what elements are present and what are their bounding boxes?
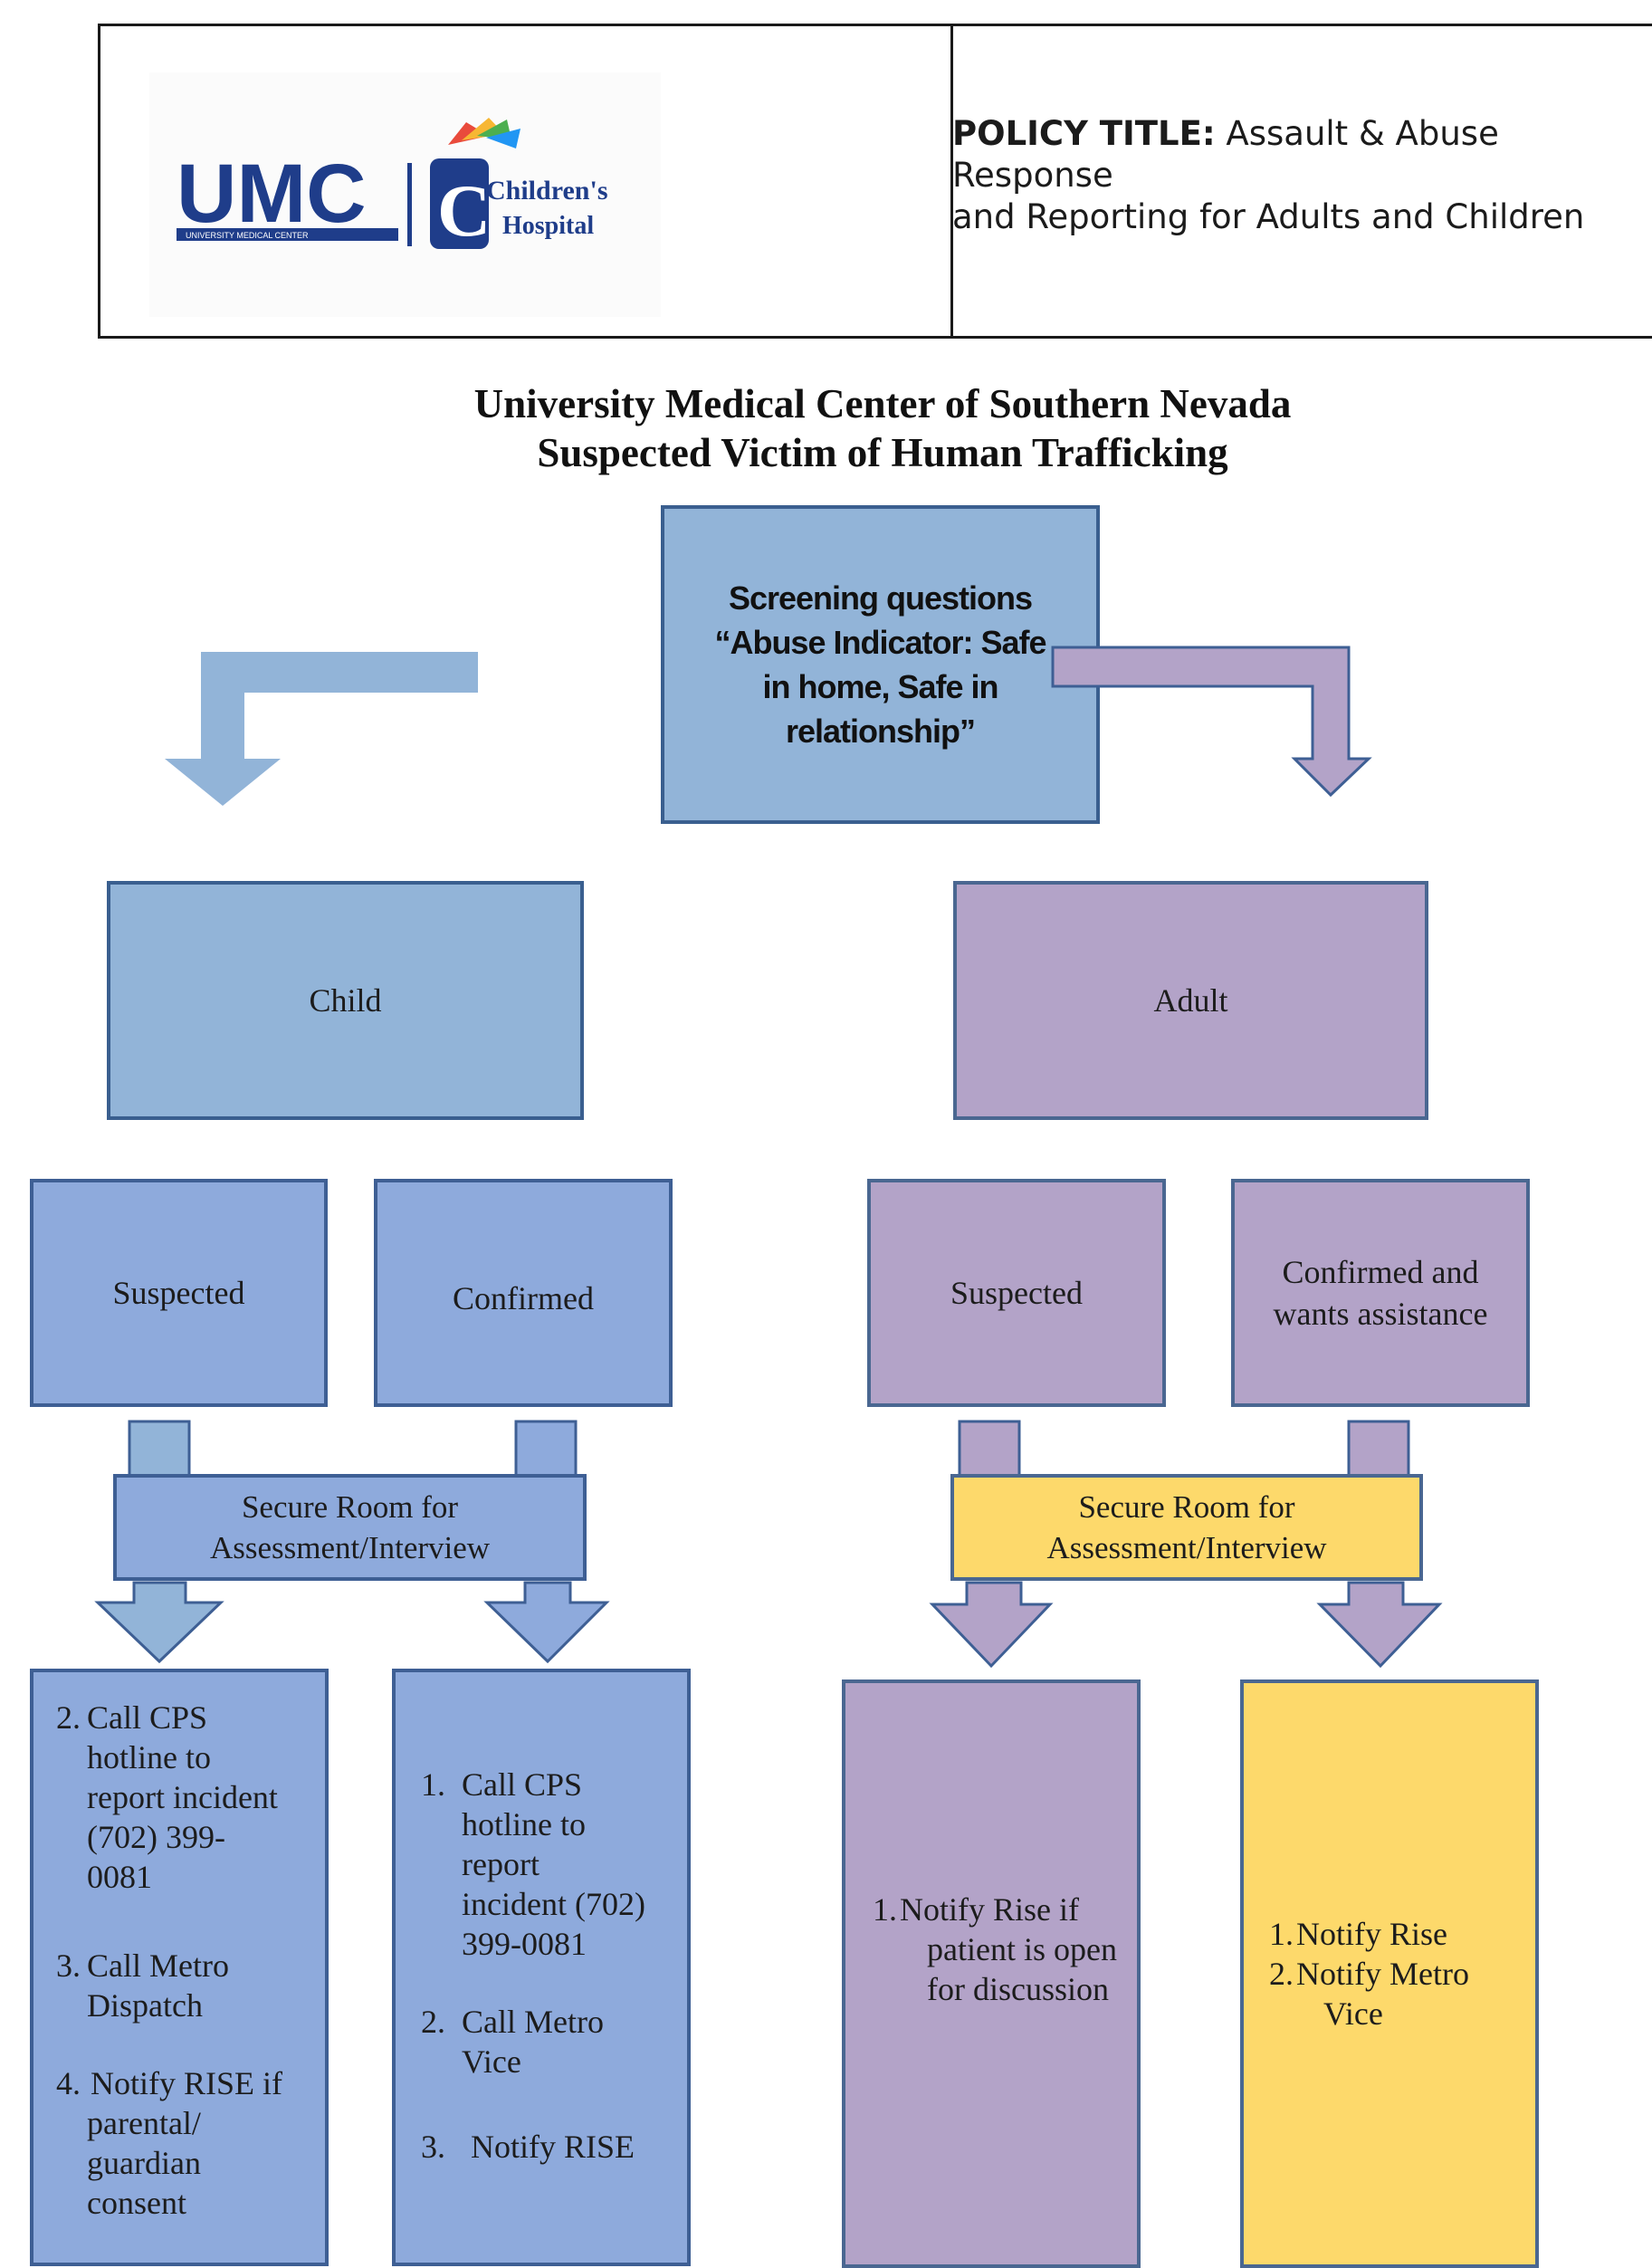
step-line: hotline to bbox=[87, 1739, 211, 1775]
step-line: guardian bbox=[87, 2145, 201, 2181]
child-confirmed-step-2: 2. Call Metro Vice bbox=[421, 2002, 604, 2080]
adult-confirmed-line-1: Confirmed and bbox=[1282, 1254, 1479, 1290]
step-line: consent bbox=[87, 2185, 186, 2221]
step-line: 399-0081 bbox=[462, 1926, 587, 1962]
child-label: Child bbox=[309, 982, 382, 1019]
child-box: Child bbox=[107, 881, 584, 1120]
page-subtitle: Suspected Victim of Human Trafficking bbox=[537, 430, 1228, 475]
child-suspected-label: Suspected bbox=[112, 1275, 245, 1311]
arrow-to-child bbox=[165, 652, 478, 806]
step-number: 4. bbox=[56, 2065, 81, 2101]
policy-title-line1: Assault & Abuse Response bbox=[952, 114, 1499, 195]
logo-umc-text: UMC bbox=[177, 148, 367, 240]
adult-suspected-steps-box: 1. Notify Rise if patient is open for di… bbox=[842, 1679, 1141, 2268]
step-line: Notify RISE bbox=[471, 2129, 635, 2165]
step-line: incident (702) bbox=[462, 1886, 645, 1922]
step-line: hotline to bbox=[462, 1806, 586, 1842]
step-line: Notify Rise if bbox=[900, 1891, 1079, 1928]
adult-confirmed-line-2: wants assistance bbox=[1273, 1296, 1488, 1332]
umc-childrens-hospital-logo: UMC UNIVERSITY MEDICAL CENTER C Children… bbox=[149, 72, 661, 317]
step-line: report bbox=[462, 1846, 540, 1882]
policy-title-label: POLICY TITLE: bbox=[952, 114, 1216, 153]
logo-umc-bar bbox=[177, 228, 398, 241]
adult-secure-line-2: Assessment/Interview bbox=[1046, 1530, 1327, 1565]
child-confirmed-step-3: 3. Notify RISE bbox=[421, 2127, 635, 2167]
arrow-adult-confirmed bbox=[1347, 1420, 1410, 1478]
step-number: 2. bbox=[421, 2004, 445, 2040]
step-line: Notify RISE if bbox=[91, 2065, 282, 2101]
child-suspected-steps-box: 2. Call CPS hotline to report incident (… bbox=[30, 1669, 329, 2266]
child-confirmed-box: Confirmed bbox=[374, 1179, 673, 1407]
step-number: 2. bbox=[1269, 1956, 1294, 1992]
child-suspected-box: Suspected bbox=[30, 1179, 328, 1407]
adult-confirmed-step-2: 2. Notify Metro Vice bbox=[1269, 1954, 1469, 2032]
step-number: 3. bbox=[421, 2129, 445, 2165]
step-line: (702) 399- bbox=[87, 1819, 225, 1855]
step-line: 0081 bbox=[87, 1859, 152, 1895]
arrow-child-confirmed-steps bbox=[483, 1581, 610, 1664]
svg-text:C: C bbox=[437, 169, 491, 252]
adult-label: Adult bbox=[1153, 982, 1228, 1019]
child-confirmed-steps-box: 1. Call CPS hotline to report incident (… bbox=[392, 1669, 691, 2266]
adult-suspected-step-1: 1. Notify Rise if patient is open for di… bbox=[873, 1890, 1117, 2007]
logo-umc-subtext: UNIVERSITY MEDICAL CENTER bbox=[186, 231, 309, 240]
arrow-adult-suspected bbox=[958, 1420, 1021, 1478]
step-line: Call Metro bbox=[87, 1947, 229, 1984]
policy-title-line2: and Reporting for Adults and Children bbox=[952, 197, 1585, 236]
arrow-child-suspected bbox=[128, 1420, 191, 1478]
child-suspected-step-2: 2. Call CPS hotline to report incident (… bbox=[56, 1698, 278, 1895]
step-line: Vice bbox=[462, 2043, 521, 2080]
step-line: for discussion bbox=[927, 1971, 1109, 2007]
step-line: Notify Rise bbox=[1296, 1916, 1447, 1952]
adult-secure-line-1: Secure Room for bbox=[1078, 1489, 1295, 1525]
child-secure-line-1: Secure Room for bbox=[241, 1489, 459, 1525]
logo-hospital-text: Hospital bbox=[502, 212, 594, 240]
adult-secure-room-box: Secure Room for Assessment/Interview bbox=[950, 1474, 1423, 1581]
logo-book bbox=[430, 158, 489, 249]
adult-box: Adult bbox=[953, 881, 1428, 1120]
step-line: patient is open bbox=[927, 1931, 1117, 1967]
logo-childrens-text: Children's bbox=[486, 176, 608, 206]
screening-questions-box: Screening questions “Abuse Indicator: Sa… bbox=[661, 505, 1100, 824]
child-suspected-step-4: 4. Notify RISE if parental/ guardian con… bbox=[56, 2063, 282, 2221]
child-confirmed-step-1: 1. Call CPS hotline to report incident (… bbox=[421, 1765, 645, 1962]
screening-line-3: in home, Safe in bbox=[762, 668, 998, 705]
step-line: Vice bbox=[1323, 1995, 1383, 2032]
adult-suspected-box: Suspected bbox=[867, 1179, 1166, 1407]
arrow-child-suspected-steps bbox=[94, 1581, 224, 1664]
page-title: University Medical Center of Southern Ne… bbox=[473, 381, 1292, 426]
step-line: parental/ bbox=[87, 2105, 201, 2141]
adult-confirmed-steps-box: 1. Notify Rise 2. Notify Metro Vice bbox=[1240, 1679, 1539, 2268]
step-line: Call Metro bbox=[462, 2004, 604, 2040]
child-secure-line-2: Assessment/Interview bbox=[209, 1530, 491, 1565]
arrow-adult-suspected-steps bbox=[929, 1581, 1054, 1669]
child-suspected-step-3: 3. Call Metro Dispatch bbox=[56, 1946, 229, 2024]
adult-confirmed-box: Confirmed and wants assistance bbox=[1231, 1179, 1530, 1407]
adult-suspected-label: Suspected bbox=[950, 1275, 1083, 1311]
step-number: 1. bbox=[421, 1766, 445, 1803]
step-number: 1. bbox=[1269, 1916, 1294, 1952]
screening-line-1: Screening questions bbox=[728, 579, 1033, 617]
child-secure-room-box: Secure Room for Assessment/Interview bbox=[113, 1474, 587, 1581]
step-line: Call CPS bbox=[87, 1699, 208, 1736]
adult-confirmed-step-1: 1. Notify Rise bbox=[1269, 1914, 1447, 1954]
child-confirmed-label: Confirmed bbox=[453, 1280, 594, 1316]
step-line: report incident bbox=[87, 1779, 278, 1815]
step-number: 1. bbox=[873, 1891, 897, 1928]
policy-header-table bbox=[98, 24, 1652, 339]
policy-title: POLICY TITLE: Assault & Abuse Response a… bbox=[952, 113, 1652, 238]
arrow-child-confirmed bbox=[514, 1420, 578, 1478]
header-divider bbox=[950, 24, 953, 339]
step-number: 3. bbox=[56, 1947, 81, 1984]
step-line: Call CPS bbox=[462, 1766, 583, 1803]
step-number: 2. bbox=[56, 1699, 81, 1736]
step-line: Notify Metro bbox=[1296, 1956, 1469, 1992]
screening-line-4: relationship” bbox=[785, 713, 976, 750]
step-line: Dispatch bbox=[87, 1987, 203, 2024]
arrow-adult-confirmed-steps bbox=[1316, 1581, 1443, 1669]
screening-line-2: “Abuse Indicator: Safe bbox=[714, 624, 1046, 661]
logo-divider bbox=[407, 163, 412, 246]
